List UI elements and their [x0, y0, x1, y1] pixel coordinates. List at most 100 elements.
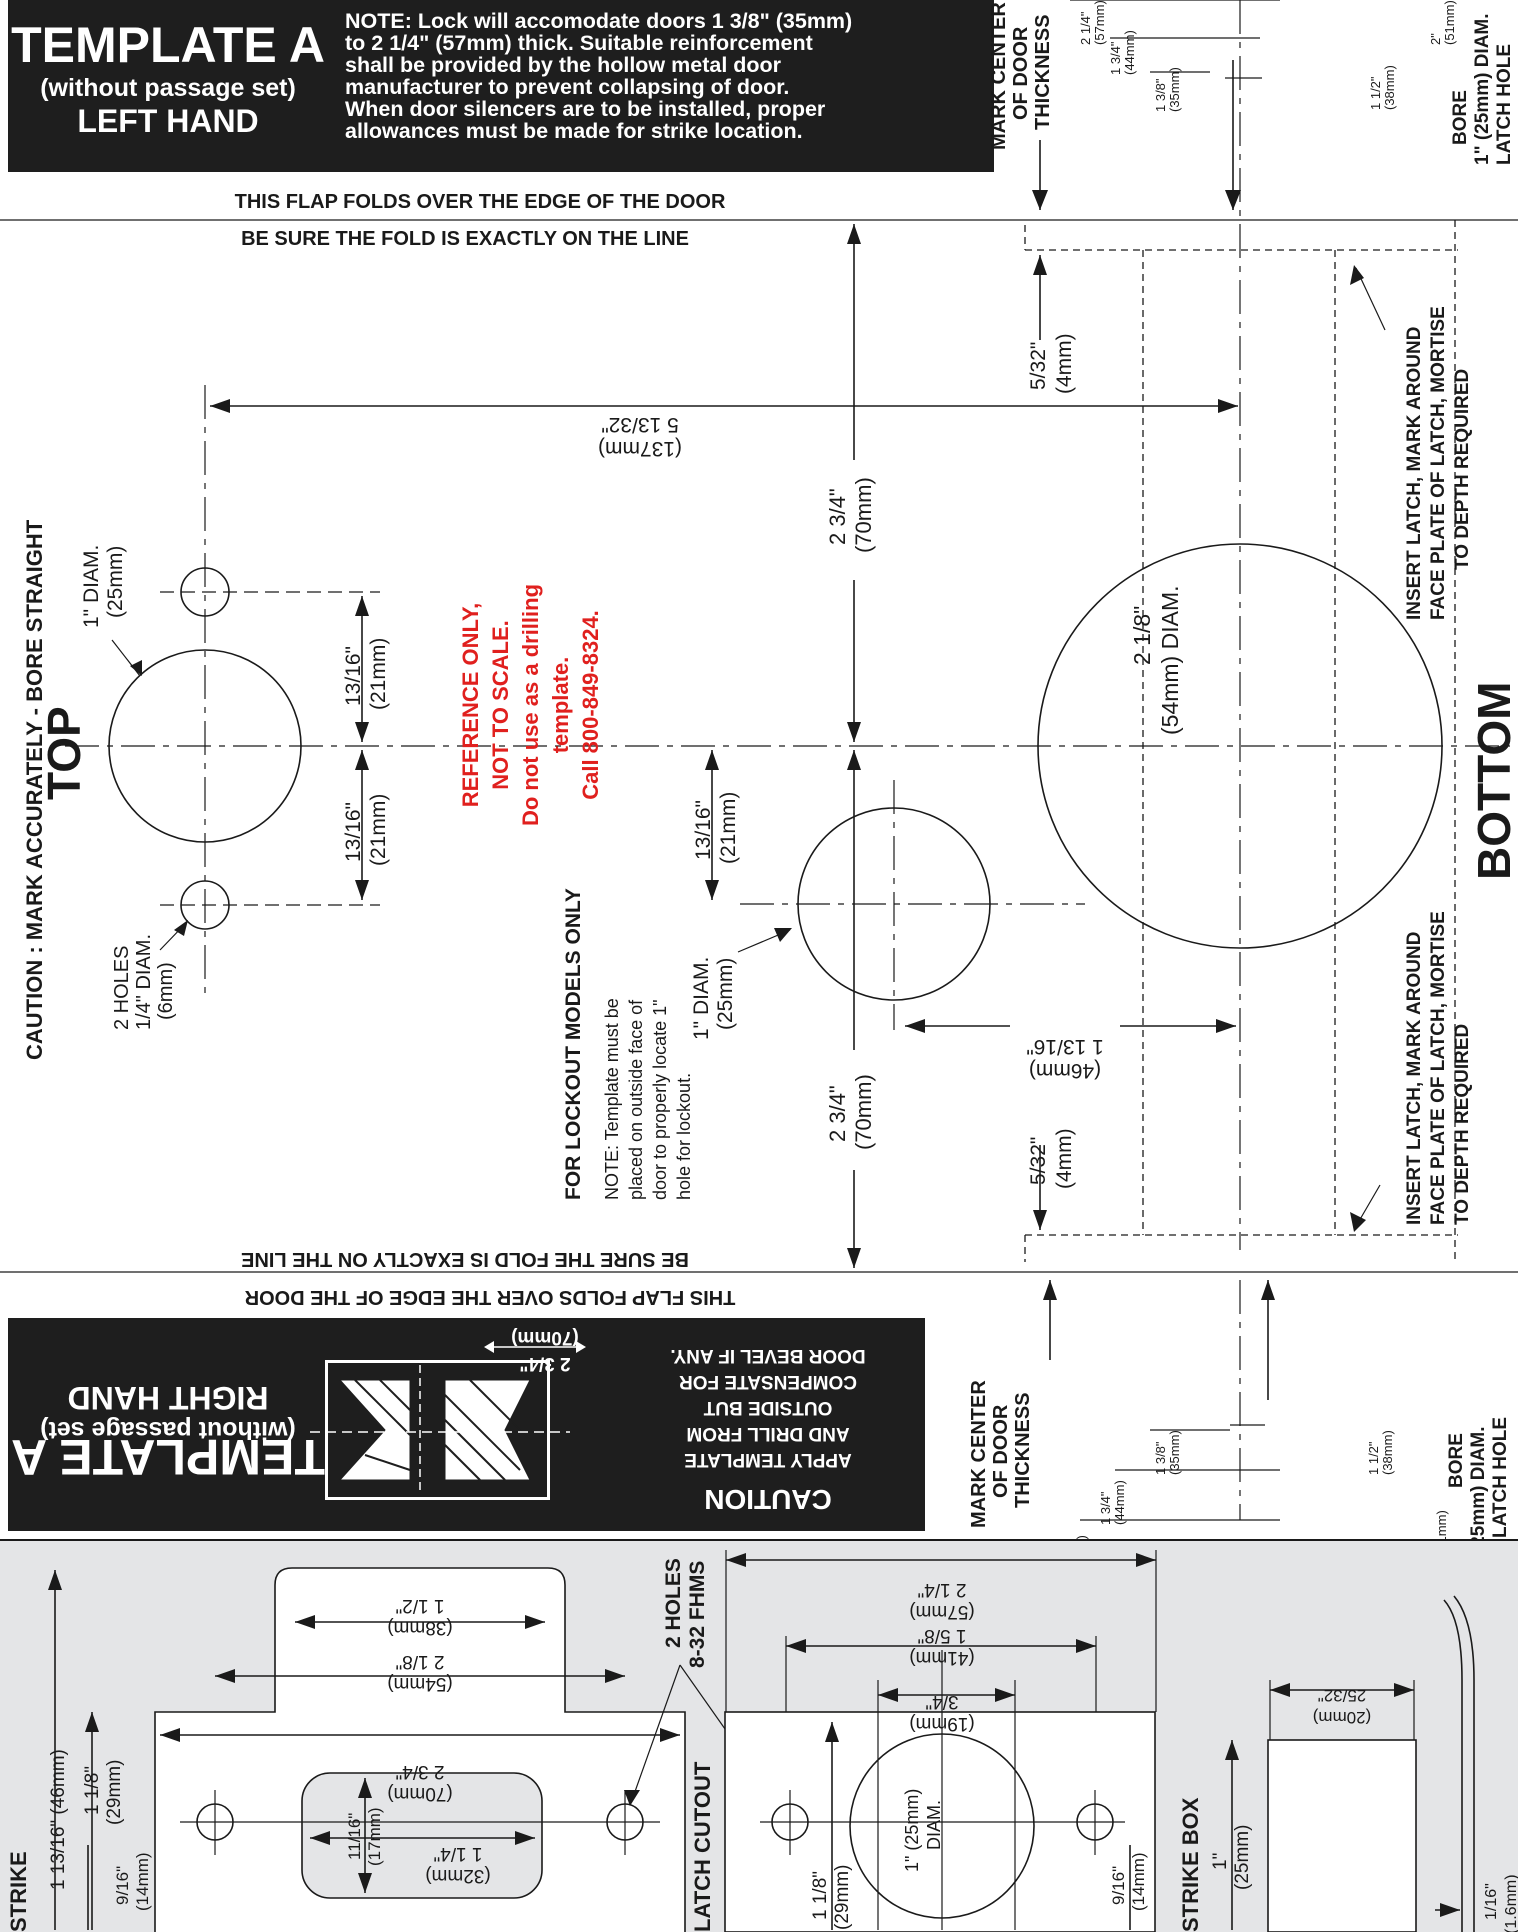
bottom-t138: 1 3/8": [1153, 1441, 1168, 1475]
dim-5-13-32-group: 5 13/32" (137mm): [210, 399, 1238, 460]
top-t134: 1 3/4": [1108, 41, 1123, 75]
lockout-cluster: 13/16" (21mm) 1" DIAM. (25mm) FOR LOCKOU…: [562, 750, 1085, 1200]
top-t214: 2 1/4": [1078, 11, 1093, 45]
latch-2-1-4: 2 1/4": [917, 1579, 966, 1600]
footer-subtitle: (without passage set): [40, 1416, 296, 1444]
strike-9-16: 9/16": [113, 1866, 132, 1905]
strike-2-3-4: 2 3/4": [395, 1761, 444, 1782]
strike-11-16: 11/16": [345, 1813, 364, 1860]
top-mark-center-1: MARK CENTER: [988, 2, 1010, 150]
insert-latch-lower-1: INSERT LATCH, MARK AROUND: [1404, 932, 1425, 1225]
top-bore-1: BORE: [1450, 90, 1471, 145]
template-title: TEMPLATE A: [11, 17, 325, 73]
header-note-line-6: allowances must be made for strike locat…: [345, 119, 803, 143]
reference-line-1: REFERENCE ONLY,: [458, 603, 483, 808]
svg-text:(57mm): (57mm): [909, 1601, 974, 1622]
strike-box-25-32: 25/32": [1318, 1686, 1367, 1705]
svg-text:(29mm): (29mm): [104, 1760, 125, 1825]
strike-1-1-4: 1 1/4": [433, 1843, 482, 1864]
top-t138: 1 3/8": [1153, 78, 1168, 112]
one-inch-diam-label: 1" DIAM.: [80, 545, 103, 628]
top-bore-3: LATCH HOLE: [1494, 44, 1515, 165]
svg-text:(41mm): (41mm): [909, 1647, 974, 1668]
bottom-bore-1: BORE: [1446, 1433, 1467, 1488]
insert-latch-upper-1: INSERT LATCH, MARK AROUND: [1404, 327, 1425, 620]
bottom-bore-3: LATCH HOLE: [1490, 1417, 1511, 1538]
dim-1-13-16: 1 13/16": [1026, 1035, 1104, 1058]
footer-dim: 2 3/4": [519, 1353, 570, 1374]
bottom-label: BOTTOM: [1468, 682, 1518, 880]
top-mark-center-3: THICKNESS: [1032, 14, 1054, 130]
svg-text:(35mm): (35mm): [1167, 67, 1182, 112]
header-note-line-1: NOTE: Lock will accomodate doors 1 3/8" …: [345, 9, 852, 33]
bottom-mark-center-1: MARK CENTER: [968, 1380, 990, 1528]
header-background: [8, 0, 994, 172]
footer-title: TEMPLATE A: [11, 1429, 325, 1485]
svg-text:(137mm): (137mm): [598, 437, 682, 460]
bottom-thickness-block: MARK CENTER OF DOOR THICKNESS 2 1/4" (57…: [968, 1280, 1511, 1580]
footer-hand: RIGHT HAND: [68, 1380, 269, 1416]
dim-5-32-upper: 5/32": [1027, 342, 1050, 390]
bottom-t134: 1 3/4": [1098, 1491, 1113, 1525]
top-fold-sure: BE SURE THE FOLD IS EXACTLY ON THE LINE: [241, 228, 689, 250]
svg-text:(4mm): (4mm): [1053, 1128, 1076, 1189]
svg-text:(25mm): (25mm): [104, 546, 127, 618]
hardware-section: STRIKE 1 13/16" (46mm) 1 1/8" (29mm) 9/1…: [0, 1539, 1518, 1932]
latch-1-diam: 1" (25mm): [902, 1789, 922, 1872]
insert-latch-lower-2: FACE PLATE OF LATCH, MORTISE: [1428, 911, 1449, 1225]
header-panel: TEMPLATE A (without passage set) LEFT HA…: [8, 0, 994, 172]
footer-caution-4: OUTSIDE BUT: [703, 1397, 832, 1418]
header-note-line-2: to 2 1/4" (57mm) thick. Suitable reinfor…: [345, 31, 813, 55]
reference-only-note: REFERENCE ONLY, NOT TO SCALE. Do not use…: [458, 584, 603, 826]
header-note-line-5: When door silencers are to be installed,…: [345, 97, 826, 121]
bottom-mark-center-2: OF DOOR: [990, 1404, 1012, 1498]
svg-text:(38mm): (38mm): [387, 1617, 452, 1638]
svg-text:(21mm): (21mm): [367, 638, 390, 710]
svg-text:(14mm): (14mm): [133, 1852, 152, 1911]
template-subtitle: (without passage set): [40, 74, 296, 102]
dim-2-3-4-upper: 2 3/4": [825, 488, 850, 545]
latch-cutout-drawing: LATCH CUTOUT 2 1/4" (57mm) 1 5/8" (41mm): [690, 1550, 1157, 1932]
lockout-note-3: door to properly locate 1": [650, 999, 670, 1200]
lockout-note-4: hole for lockout.: [674, 1073, 694, 1200]
insert-latch-upper-2: FACE PLATE OF LATCH, MORTISE: [1428, 306, 1449, 620]
strike-box-1-16: 1/16": [1483, 1883, 1500, 1920]
bottom-mark-center-3: THICKNESS: [1012, 1392, 1034, 1508]
latch-1-5-8: 1 5/8": [917, 1625, 966, 1646]
strike-2-1-8: 2 1/8": [395, 1651, 444, 1672]
svg-text:(4mm): (4mm): [1053, 333, 1076, 394]
svg-text:(38mm): (38mm): [1380, 1430, 1395, 1475]
two-holes-fhms-1: 2 HOLES: [662, 1558, 685, 1648]
svg-text:(70mm): (70mm): [851, 1074, 876, 1150]
latch-9-16: 9/16": [1109, 1866, 1128, 1905]
footer-dim-mm: (70mm): [511, 1327, 579, 1348]
dim-13-16-lockout: 13/16": [692, 800, 715, 860]
lockout-note-1: NOTE: Template must be: [602, 998, 622, 1200]
reference-line-5: Call 800-849-8324.: [578, 610, 603, 800]
svg-text:(38mm): (38mm): [1382, 65, 1397, 110]
dim-5-32-lower: 5/32": [1027, 1137, 1050, 1185]
two-holes-fhms-2: 8-32 FHMS: [686, 1561, 709, 1668]
top-mark-center-2: OF DOOR: [1010, 26, 1032, 120]
footer-caution-3: AND DRILL FROM: [686, 1423, 849, 1444]
footer-caution-1: CAUTION: [704, 1484, 832, 1515]
template-hand: LEFT HAND: [77, 103, 258, 139]
svg-text:(21mm): (21mm): [717, 792, 740, 864]
svg-text:(54mm): (54mm): [387, 1673, 452, 1694]
svg-text:(17mm): (17mm): [365, 1807, 384, 1866]
top-t2: 2": [1428, 33, 1443, 45]
top-label: TOP: [38, 706, 90, 800]
reference-line-4: template.: [548, 657, 573, 754]
two-holes-label: 2 HOLES: [111, 946, 133, 1030]
bottom-flap-note: THIS FLAP FOLDS OVER THE EDGE OF THE DOO…: [244, 1286, 735, 1308]
svg-text:(19mm): (19mm): [909, 1713, 974, 1734]
lockout-diam-label: 1" DIAM.: [690, 957, 713, 1040]
lockout-note-2: placed on outside face of: [626, 999, 646, 1200]
svg-text:(29mm): (29mm): [832, 1865, 853, 1930]
reference-line-3: Do not use as a drilling: [518, 584, 543, 826]
svg-text:(51mm): (51mm): [1442, 0, 1457, 45]
dim-2-3-4-lower: 2 3/4": [825, 1085, 850, 1142]
svg-text:(54mm) DIAM.: (54mm) DIAM.: [1157, 586, 1183, 736]
dim-2-3-4-group: 2 3/4" (70mm) 2 3/4" (70mm): [825, 224, 883, 1268]
